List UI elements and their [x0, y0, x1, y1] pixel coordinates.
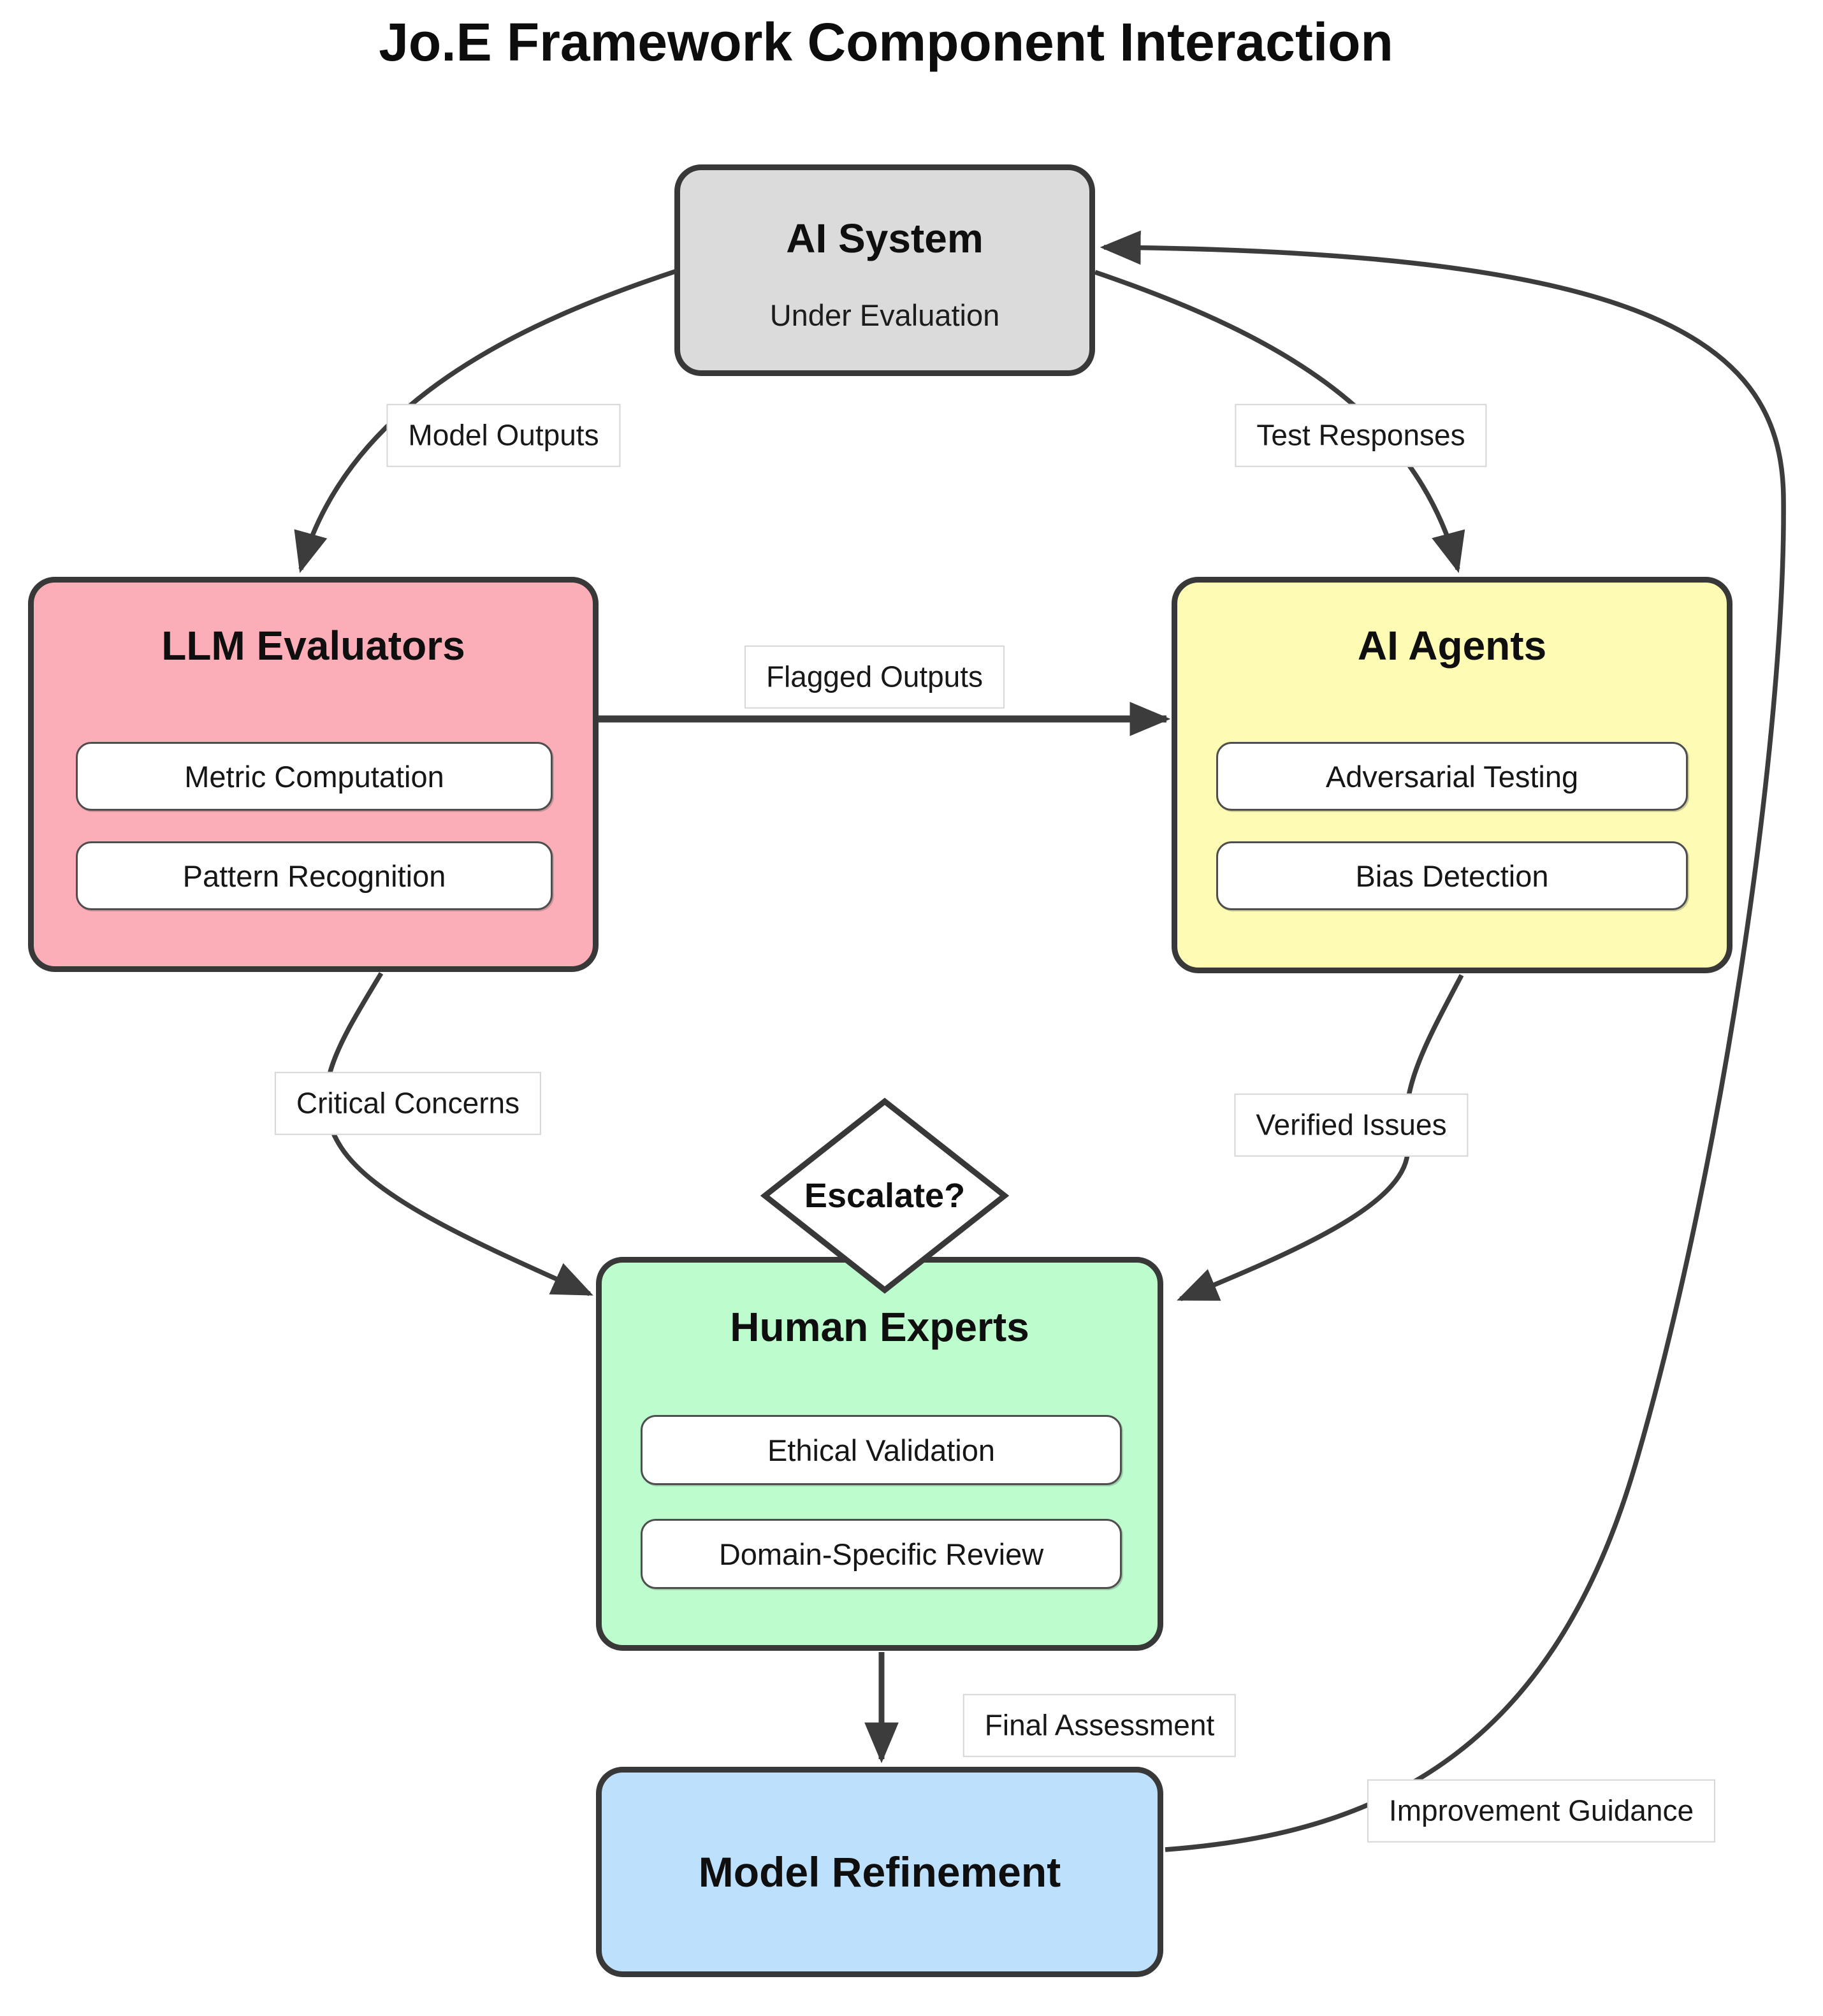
node-human-experts: Human Experts Ethical Validation Domain-…	[596, 1257, 1163, 1651]
node-llm-evaluators: LLM Evaluators Metric Computation Patter…	[28, 577, 599, 972]
node-ai-system-subtitle: Under Evaluation	[769, 298, 1000, 332]
edge-label-critical-concerns: Critical Concerns	[274, 1071, 542, 1135]
subbox-domain-specific-review: Domain-Specific Review	[641, 1519, 1122, 1589]
page-title: Jo.E Framework Component Interaction	[379, 12, 1393, 72]
node-model-refinement: Model Refinement	[596, 1767, 1163, 1977]
node-model-refinement-title: Model Refinement	[698, 1848, 1061, 1896]
edge-improvement-guidance	[1100, 230, 1786, 1852]
subbox-pattern-recognition: Pattern Recognition	[76, 841, 553, 910]
subbox-adversarial-testing: Adversarial Testing	[1216, 742, 1688, 811]
edge-label-improvement-guidance: Improvement Guidance	[1367, 1779, 1716, 1843]
subbox-metric-computation: Metric Computation	[76, 742, 553, 811]
node-ai-agents-title: AI Agents	[1357, 623, 1547, 669]
edge-label-model-outputs: Model Outputs	[386, 403, 621, 467]
node-ai-agents: AI Agents Adversarial Testing Bias Detec…	[1172, 577, 1732, 973]
edge-label-final-assessment: Final Assessment	[962, 1693, 1237, 1757]
edge-label-verified-issues: Verified Issues	[1234, 1093, 1469, 1157]
node-llm-evaluators-title: LLM Evaluators	[161, 623, 465, 669]
decision-diamond-label: Escalate?	[804, 1177, 966, 1215]
edge-label-flagged-outputs: Flagged Outputs	[744, 645, 1005, 709]
subbox-bias-detection: Bias Detection	[1216, 841, 1688, 910]
node-human-experts-title: Human Experts	[730, 1304, 1029, 1350]
node-ai-system-title: AI System	[786, 215, 984, 261]
node-ai-system: AI System Under Evaluation	[674, 164, 1095, 376]
edge-label-test-responses: Test Responses	[1235, 403, 1487, 467]
subbox-ethical-validation: Ethical Validation	[641, 1415, 1122, 1485]
